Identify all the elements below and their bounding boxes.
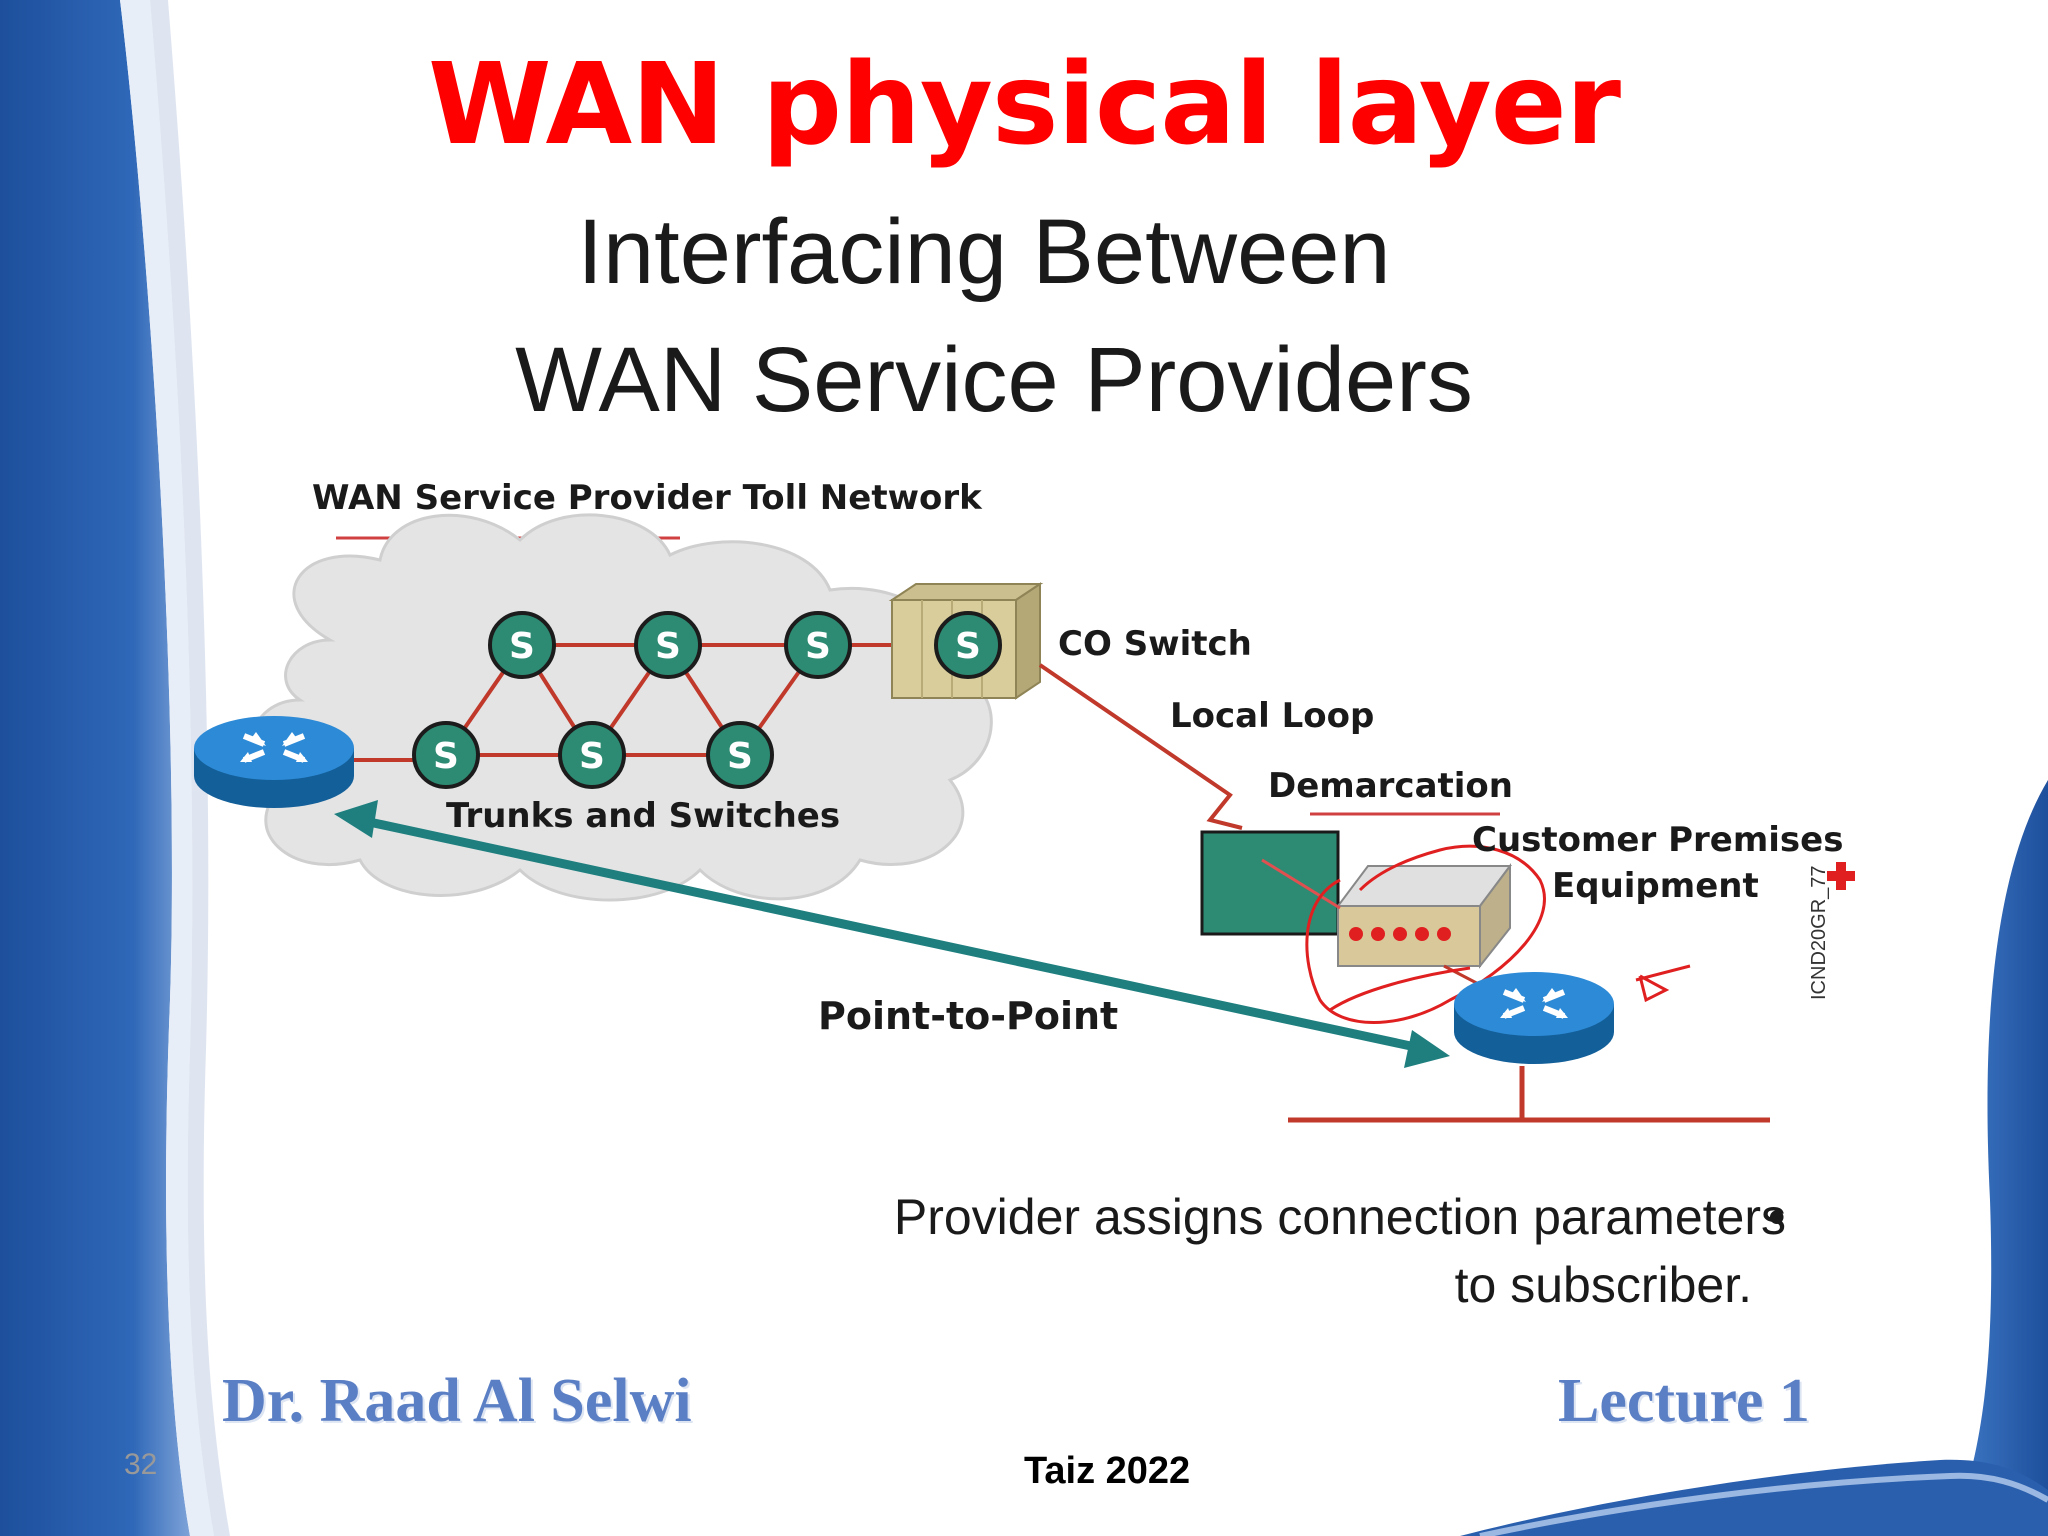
switch-node: S [488, 611, 556, 679]
diagram-title-line2: WAN Service Providers [515, 329, 1473, 431]
co-switch-label: CO Switch [1058, 624, 1252, 664]
switch-node: S [412, 721, 480, 789]
switch-letter: S [579, 736, 605, 777]
left-shadow [150, 0, 230, 1536]
handwritten-annotation [1305, 844, 1691, 1024]
footer-author: Dr. Raad Al Selwi [222, 1367, 692, 1435]
right-blue-band [1950, 780, 2048, 1536]
switch-letter: S [955, 626, 981, 667]
slide-number: 32 [124, 1448, 158, 1481]
switch-node: S [706, 721, 774, 789]
switch-letter: S [805, 626, 831, 667]
switch-letter: S [655, 626, 681, 667]
switch-letter: S [509, 626, 535, 667]
footer-lecture: Lecture 1 [1558, 1367, 1810, 1435]
bullet-text-line2: to subscriber. [1454, 1257, 1752, 1313]
switch-node: S [934, 611, 1002, 679]
local-loop-label: Local Loop [1170, 696, 1375, 736]
switch-node: S [784, 611, 852, 679]
bullet-text-line1: Provider assigns connection parameters [893, 1189, 1786, 1245]
switch-node: S [634, 611, 702, 679]
switch-letter: S [433, 736, 459, 777]
footer-place-year: Taiz 2022 [1024, 1450, 1191, 1492]
customer-router-icon [1454, 972, 1614, 1064]
trunks-switches-label: Trunks and Switches [446, 796, 841, 836]
cpe-label-line1: Customer Premises [1472, 820, 1844, 860]
cpe-label-line2: Equipment [1552, 866, 1759, 906]
point-to-point-label: Point-to-Point [818, 994, 1119, 1038]
left-blue-band [0, 0, 190, 1536]
left-white-sheet [120, 0, 214, 1536]
slide-title: WAN physical layer [428, 40, 1621, 170]
red-cross-mark [1827, 862, 1855, 890]
demarc-cpe-link [1261, 858, 1341, 910]
toll-network-cloud [249, 513, 993, 902]
cpe-box [1336, 863, 1512, 969]
toll-network-label: WAN Service Provider Toll Network [312, 478, 982, 518]
local-loop-line [1038, 663, 1243, 830]
figure-code-label: ICND20GR_77 [1808, 865, 1830, 1000]
demarcation-box [1200, 830, 1340, 936]
bottom-curl-highlight [1479, 1472, 2048, 1536]
bullet-marker: • [1768, 1189, 1786, 1245]
switch-letter: S [727, 736, 753, 777]
switch-node: S [558, 721, 626, 789]
demarcation-label: Demarcation [1268, 766, 1513, 806]
provider-router-icon [194, 716, 354, 808]
point-to-point-arrow [334, 800, 1450, 1068]
diagram-title-line1: Interfacing Between [577, 201, 1391, 303]
